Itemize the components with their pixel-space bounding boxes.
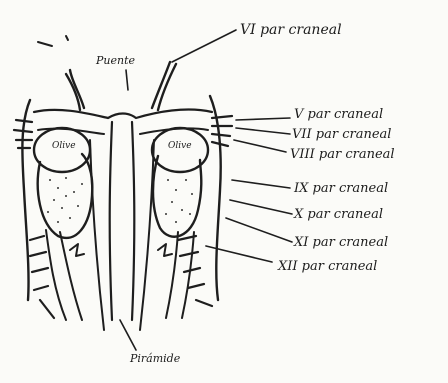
midline-right [132, 122, 134, 320]
label-piramide: Pirámide [129, 352, 181, 365]
right-nerve-stubs [212, 116, 232, 146]
label-vi: VI par craneal [240, 22, 342, 38]
label-oliva-left: Olive [52, 141, 76, 151]
label-viii: VIII par craneal [290, 147, 395, 162]
pointer-vii [236, 128, 290, 134]
right-small-loop [158, 244, 172, 256]
pointer-viii [234, 140, 286, 152]
stray-mark [66, 36, 68, 40]
left-inner-channel [46, 230, 82, 320]
label-xi: XI par craneal [293, 235, 388, 250]
pyramid-right [140, 140, 154, 330]
label-vii: VII par craneal [292, 127, 391, 142]
pointer-puente [126, 70, 128, 90]
stray-mark [38, 42, 52, 46]
pointer-x [230, 200, 292, 214]
left-olive-stipple [47, 177, 83, 223]
label-xii: XII par craneal [277, 259, 377, 274]
right-olive-stipple [165, 179, 193, 223]
midline-left [110, 122, 112, 320]
pointer-vi [172, 30, 236, 62]
left-lower-roots [30, 236, 54, 318]
pointer-v [236, 118, 290, 120]
pons-band [34, 110, 212, 118]
right-inner-channel [166, 232, 194, 318]
label-puente: Puente [95, 54, 136, 67]
pons-outline [70, 62, 170, 108]
label-x: X par craneal [293, 207, 383, 222]
label-v: V par craneal [294, 107, 383, 122]
left-small-loop [70, 244, 84, 256]
pointer-xi [226, 218, 292, 242]
label-ix: IX par craneal [293, 181, 388, 196]
pyramid-left [90, 140, 104, 330]
pointer-ix [232, 180, 290, 188]
pointer-piramide [120, 320, 136, 350]
label-oliva-right: Olive [168, 141, 192, 151]
